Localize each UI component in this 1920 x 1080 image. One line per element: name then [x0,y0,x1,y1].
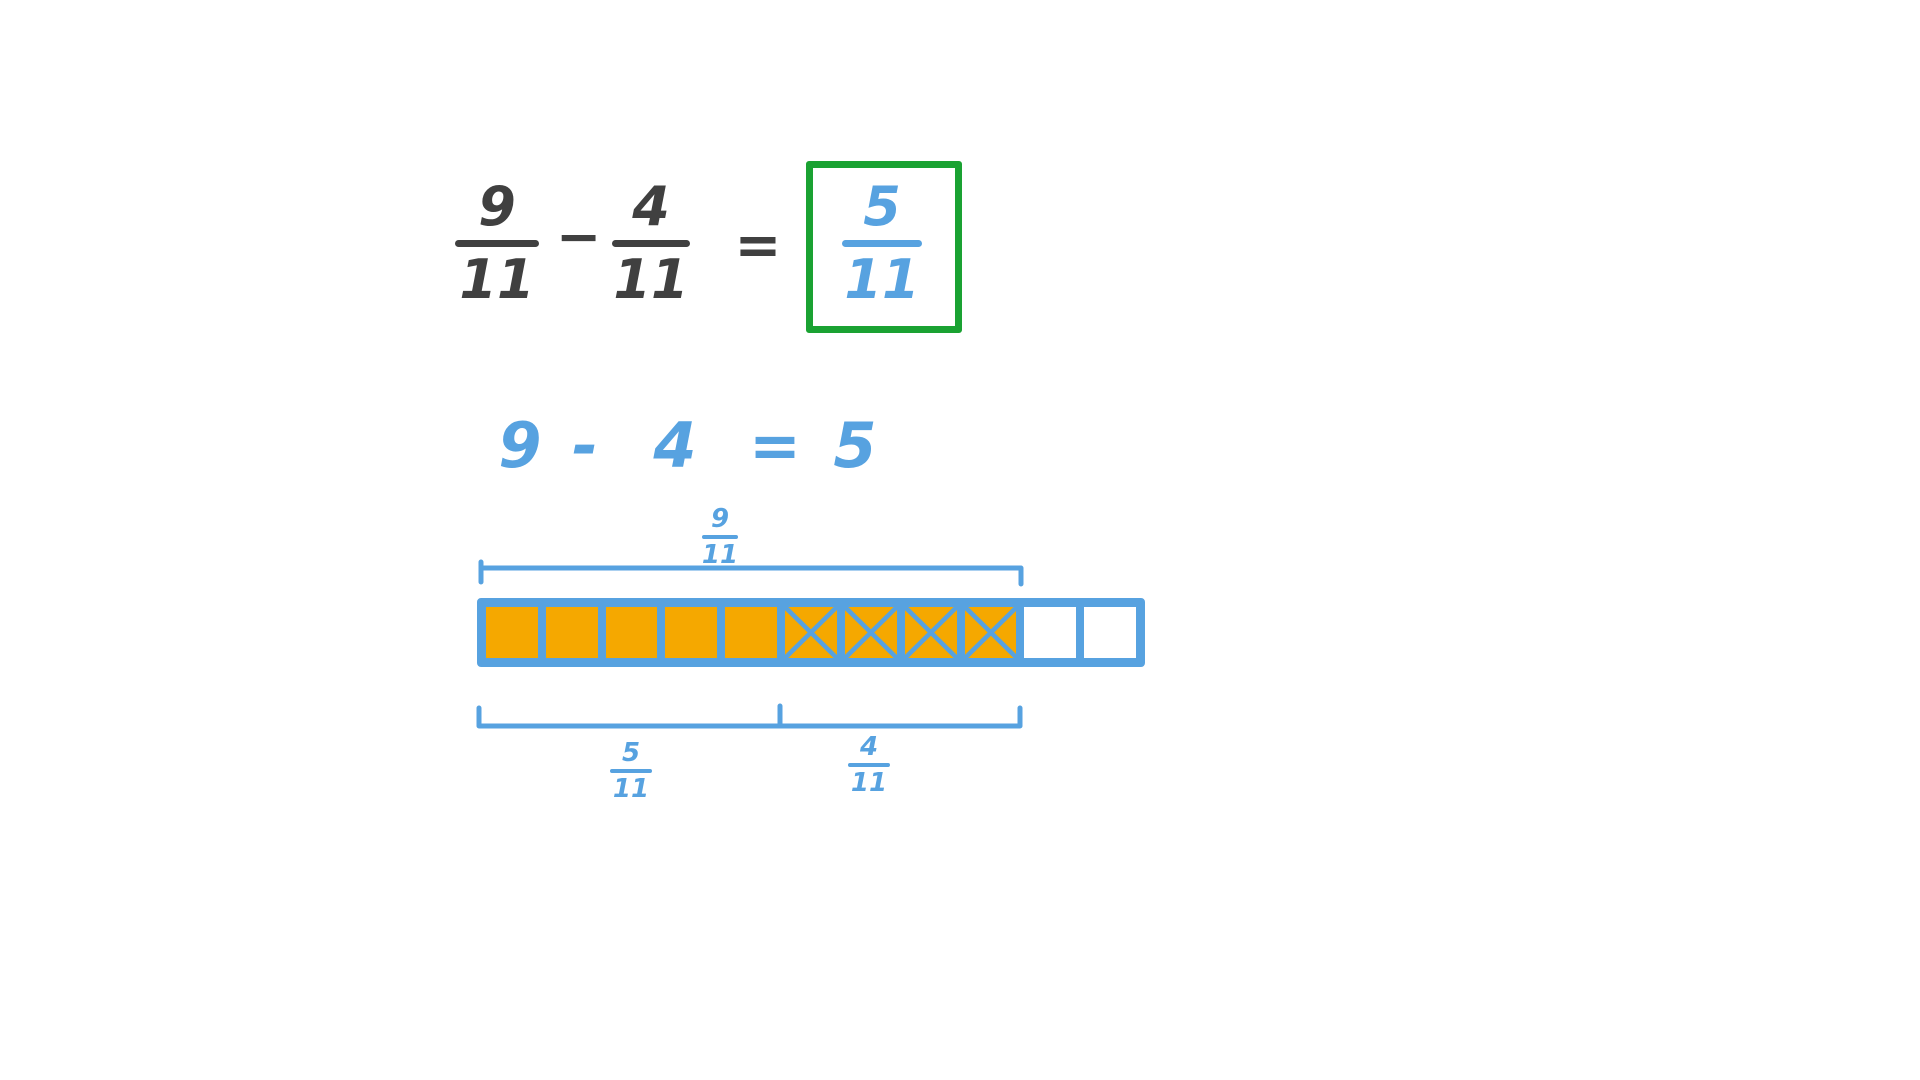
fraction-bar [455,240,539,247]
cross-out-icon [844,607,897,658]
denominator: 11 [850,768,888,798]
fraction-bar [842,240,922,247]
top-bracket [478,559,1024,587]
bottom-right-label: 4 11 [846,734,892,796]
answer-box [806,161,962,333]
equals-sign: = [734,213,782,278]
numerator: 4 [859,732,879,762]
tape-cell-crossed [785,607,837,658]
working-equals: = [749,409,801,482]
cross-out-icon [785,607,837,658]
denominator: 11 [612,774,650,804]
working-minus: - [572,409,598,482]
working-result: 5 [833,409,877,482]
numerator: 9 [710,504,730,534]
bottom-brackets [476,703,1023,729]
minus-sign: − [556,205,602,268]
tape-cell-shaded [605,607,658,658]
tape-cell-crossed [904,607,957,658]
tape-cell-shaded [486,607,538,658]
numerator: 4 [632,175,670,238]
tape-cell-empty [1024,607,1077,658]
tape-cell-crossed [844,607,897,658]
denominator: 11 [459,248,535,311]
bottom-left-label: 5 11 [608,740,654,802]
cross-out-icon [964,607,1017,658]
fraction-nine-elevenths: 9 11 [455,180,539,307]
cross-out-icon [904,607,957,658]
fraction-bar [612,240,690,247]
numerator: 5 [621,738,641,768]
denominator: 11 [844,248,920,311]
answer-fraction: 5 11 [842,180,922,307]
working-b: 4 [653,409,697,482]
tape-cell-crossed [964,607,1017,658]
tape-cell-empty [1084,607,1136,658]
working-a: 9 [498,409,542,482]
top-bracket-label: 9 11 [700,506,740,568]
tape-cell-shaded [725,607,778,658]
tape-cell-shaded [545,607,598,658]
fraction-bar [848,763,890,767]
numerator: 5 [863,175,901,238]
tape-diagram [477,598,1145,667]
working-equation: 9 - 4 = 5 [495,415,885,477]
denominator: 11 [701,540,739,570]
numerator: 9 [478,175,516,238]
fraction-four-elevenths: 4 11 [612,180,690,307]
tape-cell-shaded [665,607,718,658]
denominator: 11 [613,248,689,311]
fraction-bar [610,769,652,773]
fraction-bar [702,535,738,539]
